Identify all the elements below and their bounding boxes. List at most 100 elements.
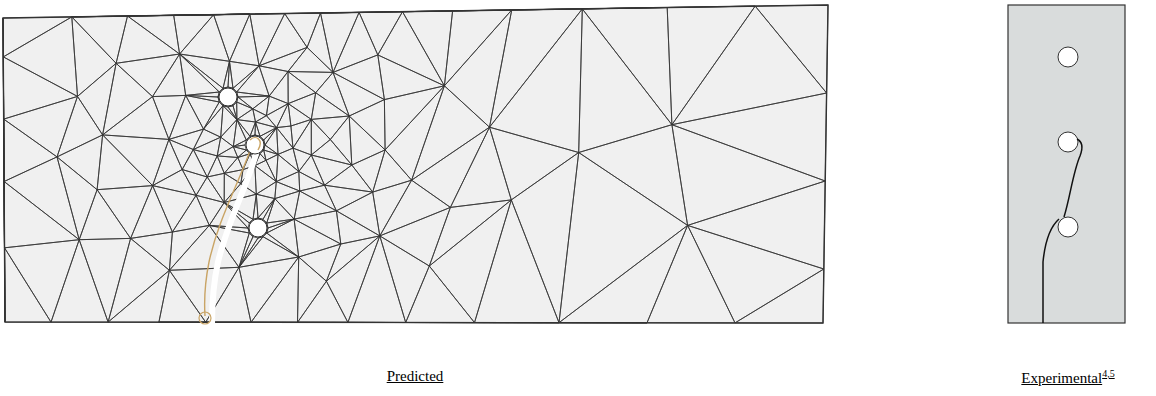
mesh-element [153, 95, 186, 139]
mesh-element [116, 54, 180, 97]
reference-number: 4,5 [1102, 368, 1115, 379]
mesh-element [250, 14, 285, 66]
mesh-element [275, 182, 300, 199]
mesh-element [269, 72, 288, 104]
mesh-element [349, 100, 385, 150]
mesh-element [239, 257, 299, 322]
mesh-element [330, 116, 352, 165]
mesh-element [233, 66, 259, 92]
crack-path [1043, 219, 1059, 323]
mesh-element [291, 119, 311, 148]
caption-group: Predicted [387, 368, 444, 385]
mesh-ground [3, 5, 828, 323]
mesh-element [169, 225, 209, 270]
mesh-element [373, 180, 412, 236]
mesh-element [403, 11, 453, 86]
mesh-element [78, 63, 117, 135]
mesh-element [276, 154, 299, 181]
mesh-element [278, 148, 299, 171]
mesh-element [688, 225, 824, 323]
mesh-element [239, 233, 253, 267]
hole [219, 88, 237, 106]
mesh-element [266, 104, 288, 128]
mesh-element [559, 225, 688, 322]
mesh-element [51, 240, 108, 322]
mesh-element [169, 139, 193, 169]
mesh-element [224, 158, 243, 174]
mesh-element [263, 233, 299, 257]
hole [249, 219, 267, 237]
mesh-element [159, 270, 206, 322]
mesh-element [288, 72, 333, 93]
mesh-element [672, 93, 827, 181]
mesh-element [204, 102, 224, 129]
mesh-element [359, 12, 402, 55]
mesh-element [255, 166, 276, 195]
predicted-crack-line [250, 138, 260, 150]
mesh-element [311, 93, 349, 120]
hole [1058, 132, 1078, 152]
mesh-element [217, 156, 238, 173]
mesh-element [260, 128, 277, 140]
crack-gap [212, 150, 257, 324]
mesh-element [256, 116, 277, 128]
mesh-element [490, 127, 579, 200]
mesh-element [253, 96, 269, 116]
fe-mesh [3, 5, 828, 324]
mesh-element [300, 185, 337, 211]
mesh-element [755, 5, 828, 93]
mesh-element [490, 9, 583, 153]
mesh-element [325, 165, 373, 192]
mesh-element [196, 195, 224, 225]
mesh-element [378, 12, 445, 86]
mesh-element [238, 96, 269, 109]
mesh-element [103, 63, 153, 135]
crack-path [1064, 139, 1082, 217]
mesh-element [237, 109, 256, 122]
specimen-plate [1008, 5, 1125, 323]
mesh-element [380, 236, 430, 323]
hole [1058, 47, 1078, 67]
mesh-element [256, 182, 276, 199]
mesh-element [103, 97, 169, 140]
mesh-element [207, 156, 224, 177]
mesh-element [299, 155, 325, 185]
mesh-element [196, 177, 224, 203]
predicted-crack-line [205, 148, 251, 316]
mesh-element [57, 96, 103, 156]
mesh-element [265, 128, 278, 155]
mesh-element [263, 199, 275, 223]
mesh-element [450, 127, 511, 207]
mesh-element [579, 9, 672, 153]
mesh-element [298, 257, 327, 322]
mesh-element [333, 55, 384, 100]
mesh-element [316, 72, 350, 116]
mesh-element [193, 137, 220, 156]
mesh-element [169, 95, 204, 139]
mesh-element [4, 182, 79, 248]
mesh-element [186, 95, 220, 129]
mesh-element [267, 219, 294, 233]
mesh-element [97, 135, 153, 190]
mesh-element [5, 248, 52, 322]
mesh-element [582, 8, 672, 125]
mesh-element [79, 190, 130, 240]
mesh-element [475, 200, 560, 323]
mesh-element [277, 128, 293, 155]
mesh-element [378, 55, 445, 100]
mesh-element [285, 13, 321, 47]
mesh-element [288, 72, 316, 104]
mesh-border [3, 5, 828, 323]
mesh-element [276, 172, 299, 192]
mesh-element [221, 120, 237, 147]
mesh-element [131, 186, 173, 239]
caption-group: Experimental4,5 [1021, 368, 1114, 387]
mesh-element [349, 116, 385, 165]
mesh-element [128, 15, 180, 54]
mesh-element [153, 54, 186, 97]
mesh-element [735, 269, 824, 323]
mesh-element [204, 106, 224, 138]
panel-caption: Experimental [1021, 370, 1102, 386]
mesh-element [3, 17, 77, 97]
mesh-element [174, 15, 214, 54]
